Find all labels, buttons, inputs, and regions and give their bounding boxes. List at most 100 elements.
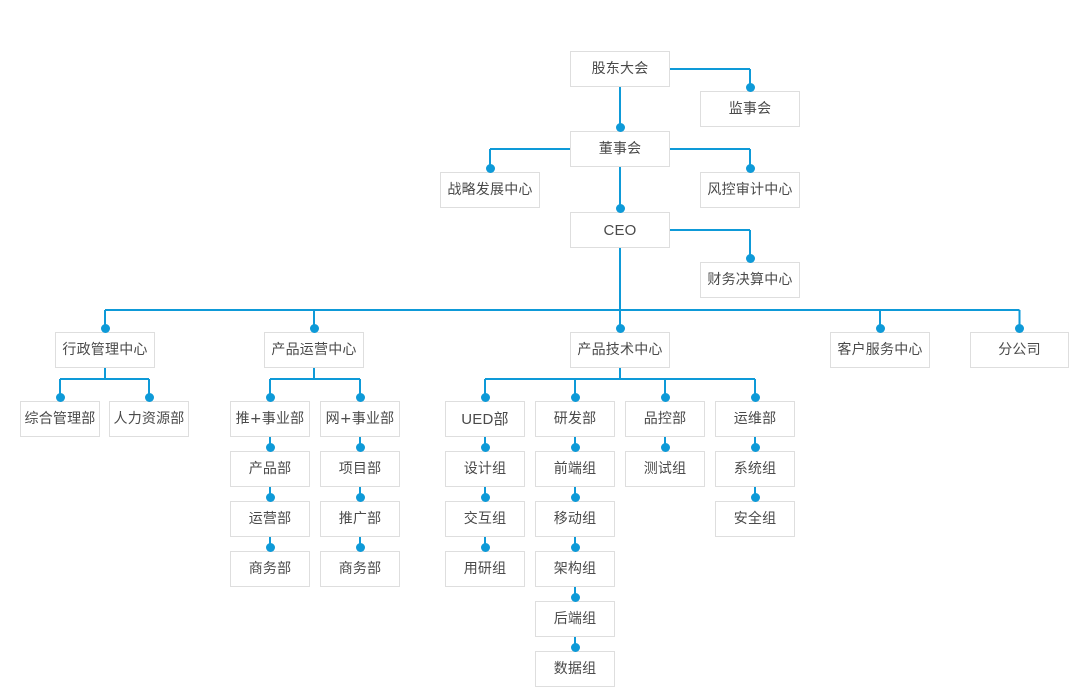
org-node-promo-dept[interactable]: 推广部 [320,501,400,537]
org-node-arch-group[interactable]: 架构组 [535,551,615,587]
org-node-hr[interactable]: 人力资源部 [109,401,189,437]
connector-dot-arch-group [570,542,580,552]
org-node-label: 项目部 [338,461,382,477]
org-node-project-dept[interactable]: 项目部 [320,451,400,487]
connector-dot-ops-center [309,323,319,333]
connector-dot-general-admin [55,392,65,402]
org-node-label: 战略发展中心 [447,182,533,198]
connector-dot-mobile-group [570,492,580,502]
connector-dot-backend-group [570,592,580,602]
org-node-label: 研发部 [553,411,597,427]
org-node-shareholders[interactable]: 股东大会 [570,51,670,87]
org-node-label: 安全组 [733,511,777,527]
connector-dot-rd-dept [570,392,580,402]
connector-dot-ops-dept [750,392,760,402]
org-node-branch[interactable]: 分公司 [970,332,1069,368]
connector-dot-ued-dept [480,392,490,402]
org-node-backend-group[interactable]: 后端组 [535,601,615,637]
org-node-product-dept[interactable]: 产品部 [230,451,310,487]
org-node-label: 风控审计中心 [707,182,793,198]
org-node-label: 股东大会 [591,61,649,77]
connector-dot-operation-dept [265,492,275,502]
org-node-interaction-group[interactable]: 交互组 [445,501,525,537]
connector-dot-board [615,122,625,132]
org-node-mobile-group[interactable]: 移动组 [535,501,615,537]
org-node-supervisors[interactable]: 监事会 [700,91,800,127]
org-node-wang-bu[interactable]: 网+事业部 [320,401,400,437]
org-node-ops-center[interactable]: 产品运营中心 [264,332,364,368]
org-node-security-group[interactable]: 安全组 [715,501,795,537]
connector-dot-service-center [875,323,885,333]
org-node-data-group[interactable]: 数据组 [535,651,615,687]
org-node-label: 后端组 [553,611,597,627]
connector-dot-business-dept-1 [265,542,275,552]
org-node-label: 财务决算中心 [707,272,793,288]
org-node-business-dept-1[interactable]: 商务部 [230,551,310,587]
org-node-label: 客户服务中心 [837,342,923,358]
org-node-label: 数据组 [553,661,597,677]
org-node-label: UED部 [461,410,509,428]
connector-dot-user-research [480,542,490,552]
org-node-business-dept-2[interactable]: 商务部 [320,551,400,587]
connector-dot-strategy-center [485,163,495,173]
org-node-label: 产品运营中心 [271,342,357,358]
org-node-operation-dept[interactable]: 运营部 [230,501,310,537]
org-node-ceo[interactable]: CEO [570,212,670,248]
org-node-board[interactable]: 董事会 [570,131,670,167]
org-node-service-center[interactable]: 客户服务中心 [830,332,930,368]
connector-dot-business-dept-2 [355,542,365,552]
org-node-strategy-center[interactable]: 战略发展中心 [440,172,540,208]
org-node-frontend-group[interactable]: 前端组 [535,451,615,487]
connector-dot-ceo [615,203,625,213]
org-node-general-admin[interactable]: 综合管理部 [20,401,100,437]
org-node-label: 董事会 [598,141,642,157]
org-node-label: 前端组 [553,461,597,477]
connector-dot-promo-dept [355,492,365,502]
connector-dot-data-group [570,642,580,652]
org-node-user-research[interactable]: 用研组 [445,551,525,587]
org-node-system-group[interactable]: 系统组 [715,451,795,487]
org-node-finance-center[interactable]: 财务决算中心 [700,262,800,298]
org-node-rd-dept[interactable]: 研发部 [535,401,615,437]
connector-dot-design-group [480,442,490,452]
org-node-admin-center[interactable]: 行政管理中心 [55,332,155,368]
org-node-risk-audit[interactable]: 风控审计中心 [700,172,800,208]
connector-dot-tech-center [615,323,625,333]
org-node-label: 运营部 [248,511,292,527]
connector-dot-wang-bu [355,392,365,402]
org-node-tui-bu[interactable]: 推+事业部 [230,401,310,437]
org-node-label: 人力资源部 [113,411,185,427]
connector-dot-interaction-group [480,492,490,502]
org-node-label: 设计组 [463,461,507,477]
org-node-label: 架构组 [553,561,597,577]
org-node-ops-dept[interactable]: 运维部 [715,401,795,437]
org-node-design-group[interactable]: 设计组 [445,451,525,487]
org-node-label: 推+事业部 [235,411,305,427]
org-node-label: 行政管理中心 [62,342,148,358]
org-node-label: 交互组 [463,511,507,527]
connector-dot-system-group [750,442,760,452]
org-node-tech-center[interactable]: 产品技术中心 [570,332,670,368]
connector-dot-admin-center [100,323,110,333]
connector-dot-project-dept [355,442,365,452]
connector-dot-security-group [750,492,760,502]
org-node-ued-dept[interactable]: UED部 [445,401,525,437]
org-node-label: 移动组 [553,511,597,527]
connector-dot-frontend-group [570,442,580,452]
org-node-label: 品控部 [643,411,687,427]
connector-dot-test-group [660,442,670,452]
connector-dot-tui-bu [265,392,275,402]
org-node-label: 测试组 [643,461,687,477]
org-node-label: 运维部 [733,411,777,427]
org-node-label: 监事会 [728,101,772,117]
org-node-qa-dept[interactable]: 品控部 [625,401,705,437]
org-node-label: 综合管理部 [24,411,96,427]
connector-dot-branch [1014,323,1024,333]
org-node-label: 产品技术中心 [577,342,663,358]
org-node-test-group[interactable]: 测试组 [625,451,705,487]
org-node-label: 产品部 [248,461,292,477]
org-node-label: 推广部 [338,511,382,527]
connector-dot-qa-dept [660,392,670,402]
org-node-label: 用研组 [463,561,507,577]
